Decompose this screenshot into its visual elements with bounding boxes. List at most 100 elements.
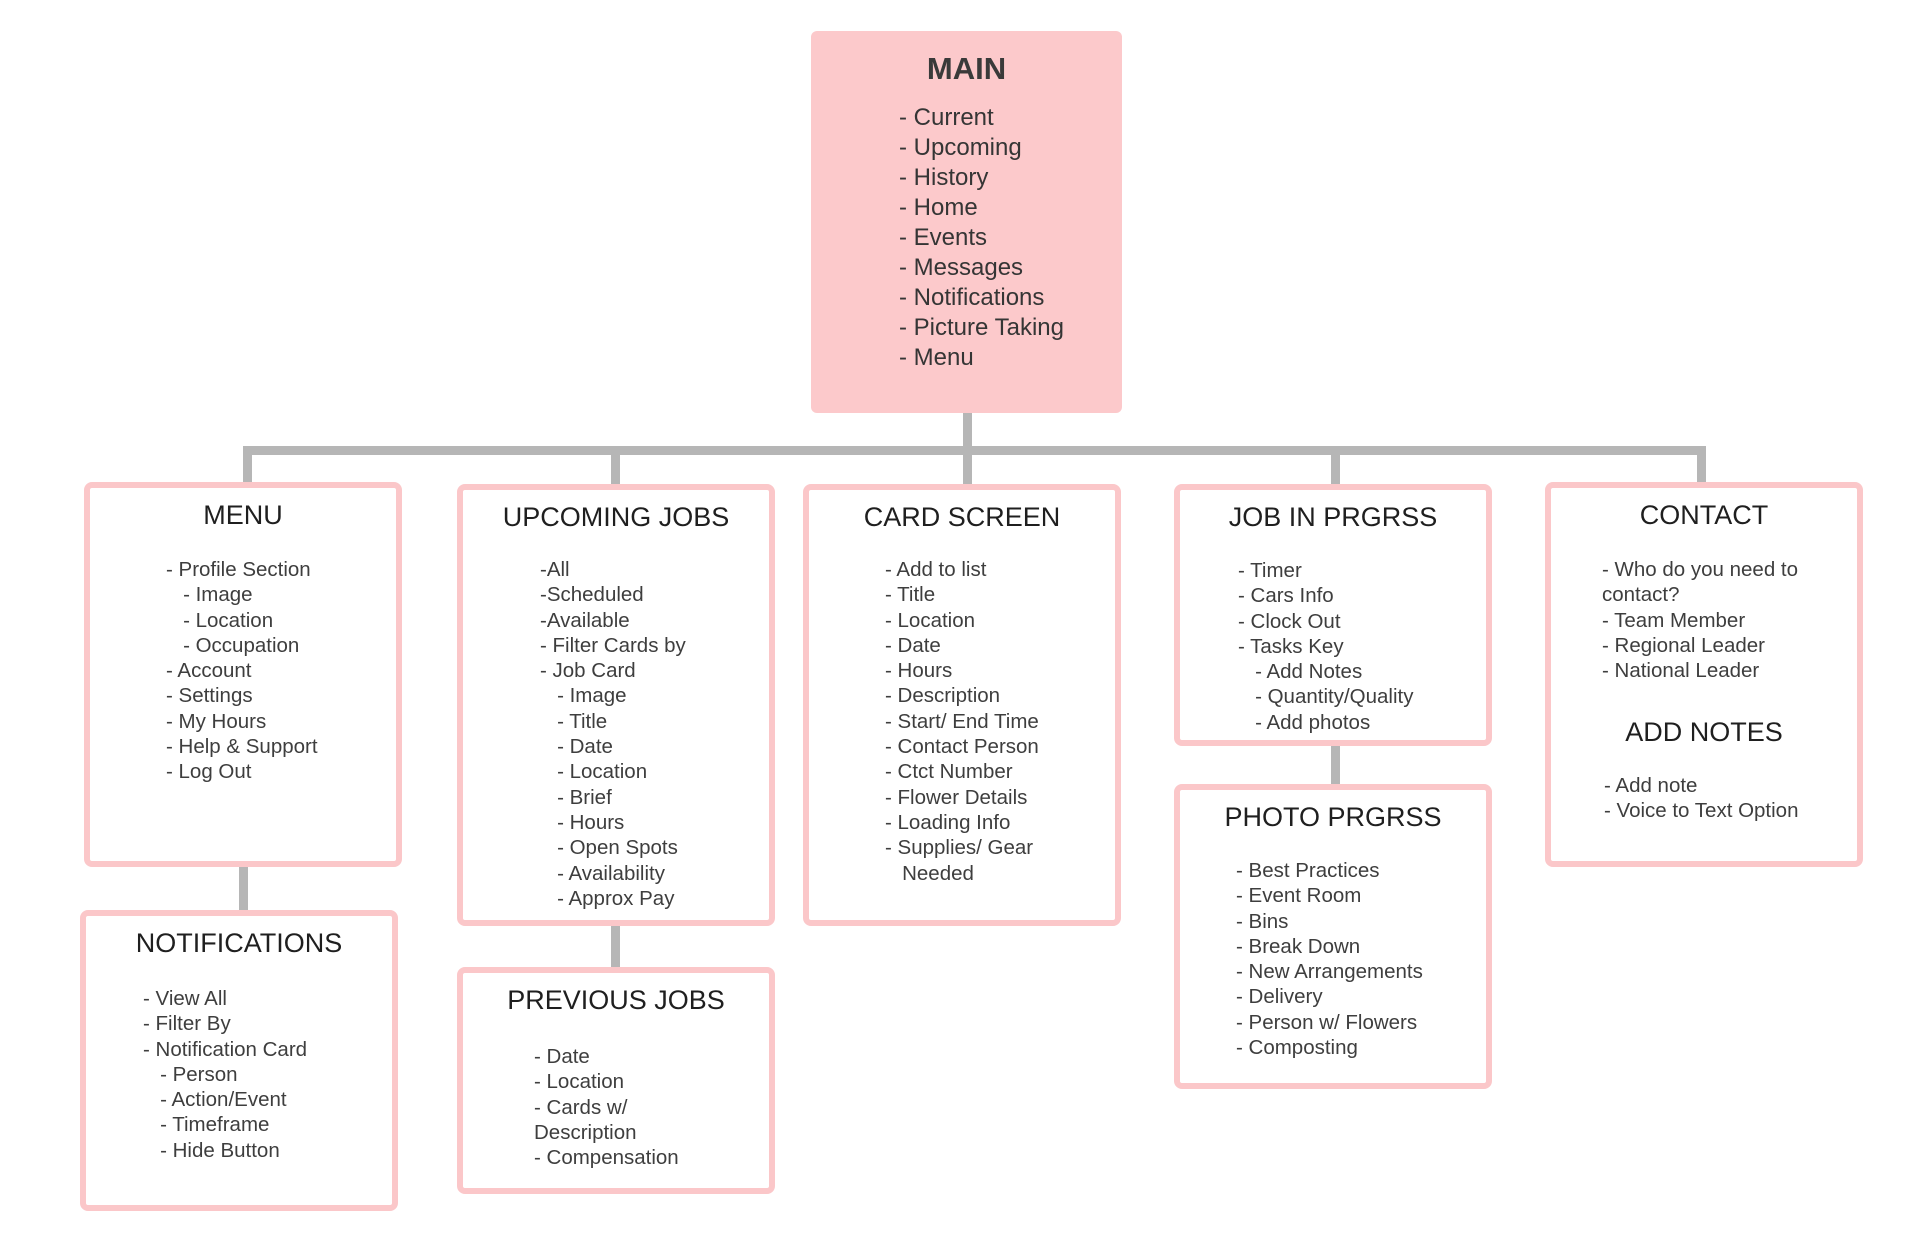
card-screen-item: - Loading Info — [885, 810, 1011, 834]
connector-to-upcoming-jobs — [611, 446, 620, 486]
contact-items: - Who do you need to contact? - Team Mem… — [1602, 557, 1798, 683]
card-screen-item: - Supplies/ Gear — [885, 836, 1034, 860]
contact-title: CONTACT — [1639, 500, 1769, 530]
card-screen-item: - Ctct Number — [885, 760, 1013, 784]
menu-item: - Settings — [166, 684, 253, 708]
job-in-progress-item: - Add photos — [1238, 710, 1371, 734]
job-in-progress-title: JOB IN PRGRSS — [1228, 502, 1438, 532]
main-item: - Menu — [899, 344, 974, 371]
upcoming-jobs-item: - Brief — [540, 785, 612, 809]
notifications-items: - View All - Filter By - Notification Ca… — [143, 986, 307, 1163]
photo-progress-item: - Event Room — [1236, 884, 1362, 908]
add-notes-items: - Add note - Voice to Text Option — [1604, 773, 1798, 824]
photo-progress-node: PHOTO PRGRSS - Best Practices - Event Ro… — [1174, 784, 1492, 1089]
upcoming-jobs-item: - Date — [540, 735, 613, 759]
menu-items: - Profile Section - Image - Location - O… — [166, 557, 318, 785]
previous-jobs-item: - Location — [534, 1070, 625, 1094]
card-screen-item: Needed — [885, 861, 974, 885]
connector-horizontal-bus — [243, 446, 1706, 455]
notifications-item: - Filter By — [143, 1012, 231, 1036]
job-in-progress-node: JOB IN PRGRSS - Timer - Cars Info - Cloc… — [1174, 484, 1492, 746]
connector-menu-notifications — [239, 866, 248, 912]
main-title: MAIN — [926, 51, 1007, 86]
upcoming-jobs-item: - Job Card — [540, 659, 636, 683]
job-in-progress-item: - Tasks Key — [1238, 634, 1344, 658]
photo-progress-item: - Composting — [1236, 1036, 1358, 1060]
menu-node: MENU - Profile Section - Image - Locatio… — [84, 482, 402, 867]
notifications-item: - Person — [143, 1062, 238, 1086]
contact-item: - Who do you need to — [1602, 558, 1799, 581]
card-screen-item: - Flower Details — [885, 785, 1028, 809]
photo-progress-item: - Break Down — [1236, 934, 1361, 958]
card-screen-title: CARD SCREEN — [863, 502, 1061, 532]
card-screen-item: - Contact Person — [885, 735, 1039, 759]
upcoming-jobs-item: - Hours — [540, 810, 625, 834]
main-items: - Current - Upcoming - History - Home - … — [899, 103, 1064, 373]
notifications-item: - Hide Button — [143, 1138, 280, 1162]
notifications-title: NOTIFICATIONS — [135, 928, 343, 958]
job-in-progress-item: - Timer — [1238, 559, 1302, 582]
notifications-node: NOTIFICATIONS - View All - Filter By - N… — [80, 910, 398, 1211]
upcoming-jobs-item: - Availability — [540, 861, 665, 885]
contact-node: CONTACT - Who do you need to contact? - … — [1545, 482, 1863, 867]
previous-jobs-items: - Date - Location - Cards w/ Description… — [534, 1044, 679, 1170]
job-in-progress-item: - Clock Out — [1238, 609, 1341, 633]
add-notes-item: - Voice to Text Option — [1604, 799, 1799, 823]
menu-item: - My Hours — [166, 709, 267, 733]
upcoming-jobs-item: - Title — [540, 709, 608, 733]
photo-progress-items: - Best Practices - Event Room - Bins - B… — [1236, 858, 1423, 1060]
job-in-progress-item: - Add Notes — [1238, 660, 1363, 684]
card-screen-item: - Location — [885, 608, 976, 632]
add-notes-item: - Add note — [1604, 774, 1698, 797]
connector-to-menu — [243, 446, 252, 484]
upcoming-jobs-item: -All — [540, 558, 570, 581]
photo-progress-item: - Person w/ Flowers — [1236, 1010, 1418, 1034]
connector-to-job-in-progress — [1331, 446, 1340, 486]
connector-to-contact — [1697, 446, 1706, 484]
connector-job-photo — [1331, 744, 1340, 786]
menu-item: - Help & Support — [166, 735, 318, 759]
upcoming-jobs-item: - Location — [540, 760, 648, 784]
notifications-item: - Timeframe — [143, 1113, 270, 1137]
notifications-item: - View All — [143, 987, 227, 1010]
menu-title: MENU — [203, 500, 283, 530]
upcoming-jobs-node: UPCOMING JOBS -All -Scheduled -Available… — [457, 484, 775, 926]
job-in-progress-item: - Quantity/Quality — [1238, 685, 1414, 709]
main-item: - Home — [899, 194, 978, 221]
main-item: - Notifications — [899, 284, 1045, 311]
upcoming-jobs-item: -Scheduled — [540, 583, 644, 607]
upcoming-jobs-item: - Approx Pay — [540, 886, 675, 910]
card-screen-item: - Start/ End Time — [885, 709, 1039, 733]
contact-item: - Team Member — [1602, 608, 1746, 632]
main-item: - Picture Taking — [899, 314, 1064, 341]
card-screen-items: - Add to list - Title - Location - Date … — [885, 557, 1039, 886]
upcoming-jobs-items: -All -Scheduled -Available - Filter Card… — [540, 557, 686, 911]
menu-item: - Log Out — [166, 760, 252, 784]
card-screen-item: - Date — [885, 633, 941, 657]
upcoming-jobs-item: - Open Spots — [540, 836, 678, 860]
card-screen-node: CARD SCREEN - Add to list - Title - Loca… — [803, 484, 1121, 926]
connector-main-down — [963, 412, 972, 452]
photo-progress-item: - Best Practices — [1236, 859, 1380, 882]
previous-jobs-item: - Cards w/ — [534, 1095, 628, 1119]
menu-item: - Location — [166, 608, 274, 632]
previous-jobs-item: Description — [534, 1120, 637, 1144]
main-node: MAIN - Current - Upcoming - History - Ho… — [811, 31, 1122, 413]
photo-progress-title: PHOTO PRGRSS — [1224, 802, 1442, 832]
card-screen-item: - Add to list — [885, 558, 987, 581]
upcoming-jobs-item: - Image — [540, 684, 627, 708]
photo-progress-item: - Delivery — [1236, 985, 1323, 1009]
upcoming-jobs-title: UPCOMING JOBS — [502, 502, 730, 532]
job-in-progress-item: - Cars Info — [1238, 584, 1334, 608]
menu-item: - Occupation — [166, 633, 300, 657]
card-screen-item: - Description — [885, 684, 1001, 708]
contact-item: - National Leader — [1602, 659, 1760, 683]
previous-jobs-item: - Date — [534, 1045, 590, 1068]
photo-progress-item: - New Arrangements — [1236, 960, 1423, 984]
menu-item: - Account — [166, 659, 252, 683]
main-item: - Messages — [899, 254, 1024, 281]
previous-jobs-title: PREVIOUS JOBS — [507, 985, 725, 1015]
main-item: - Events — [899, 224, 988, 251]
main-item: - Current — [899, 104, 994, 131]
contact-item: contact? — [1602, 583, 1680, 607]
